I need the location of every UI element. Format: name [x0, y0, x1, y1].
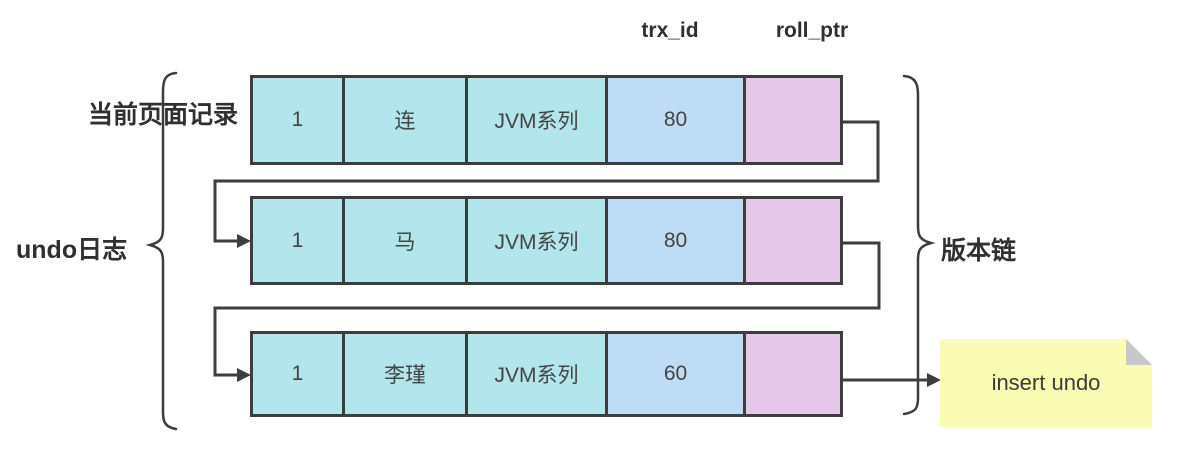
- record-cell-course: JVM系列: [468, 75, 608, 165]
- record-row-undo-1: 1 马 JVM系列 80: [250, 196, 843, 285]
- arrowhead-row2: [237, 234, 251, 248]
- record-cell-course: JVM系列: [468, 331, 608, 417]
- record-cell-trx-id: 60: [608, 331, 746, 417]
- record-cell-name: 马: [345, 196, 468, 285]
- right-brace: [902, 74, 936, 416]
- record-cell-roll-ptr: [746, 331, 843, 417]
- left-brace: [145, 71, 178, 431]
- record-row-undo-2: 1 李瑾 JVM系列 60: [250, 331, 843, 417]
- record-cell-id: 1: [250, 331, 345, 417]
- record-cell-name: 李瑾: [345, 331, 468, 417]
- record-cell-trx-id: 80: [608, 75, 746, 165]
- arrow-row1-to-row2: [213, 120, 880, 243]
- record-cell-roll-ptr: [746, 75, 843, 165]
- record-cell-roll-ptr: [746, 196, 843, 285]
- record-cell-id: 1: [250, 196, 345, 285]
- sticky-note-text: insert undo: [991, 370, 1101, 395]
- undo-log-label: undo日志: [16, 236, 128, 264]
- version-chain-label: 版本链: [941, 237, 1017, 265]
- arrowhead-row3: [237, 368, 251, 382]
- arrow-row2-to-row3: [213, 241, 881, 377]
- record-cell-course: JVM系列: [468, 196, 608, 285]
- roll-ptr-column-label: roll_ptr: [775, 19, 849, 42]
- record-cell-trx-id: 80: [608, 196, 746, 285]
- arrowhead-note: [927, 373, 941, 387]
- record-cell-name: 连: [345, 75, 468, 165]
- record-cell-id: 1: [250, 75, 345, 165]
- current-page-record-label: 当前页面记录: [88, 101, 239, 129]
- trx-id-column-label: trx_id: [641, 19, 699, 42]
- sticky-note: insert undo: [940, 339, 1152, 427]
- record-row-current: 1 连 JVM系列 80: [250, 75, 843, 165]
